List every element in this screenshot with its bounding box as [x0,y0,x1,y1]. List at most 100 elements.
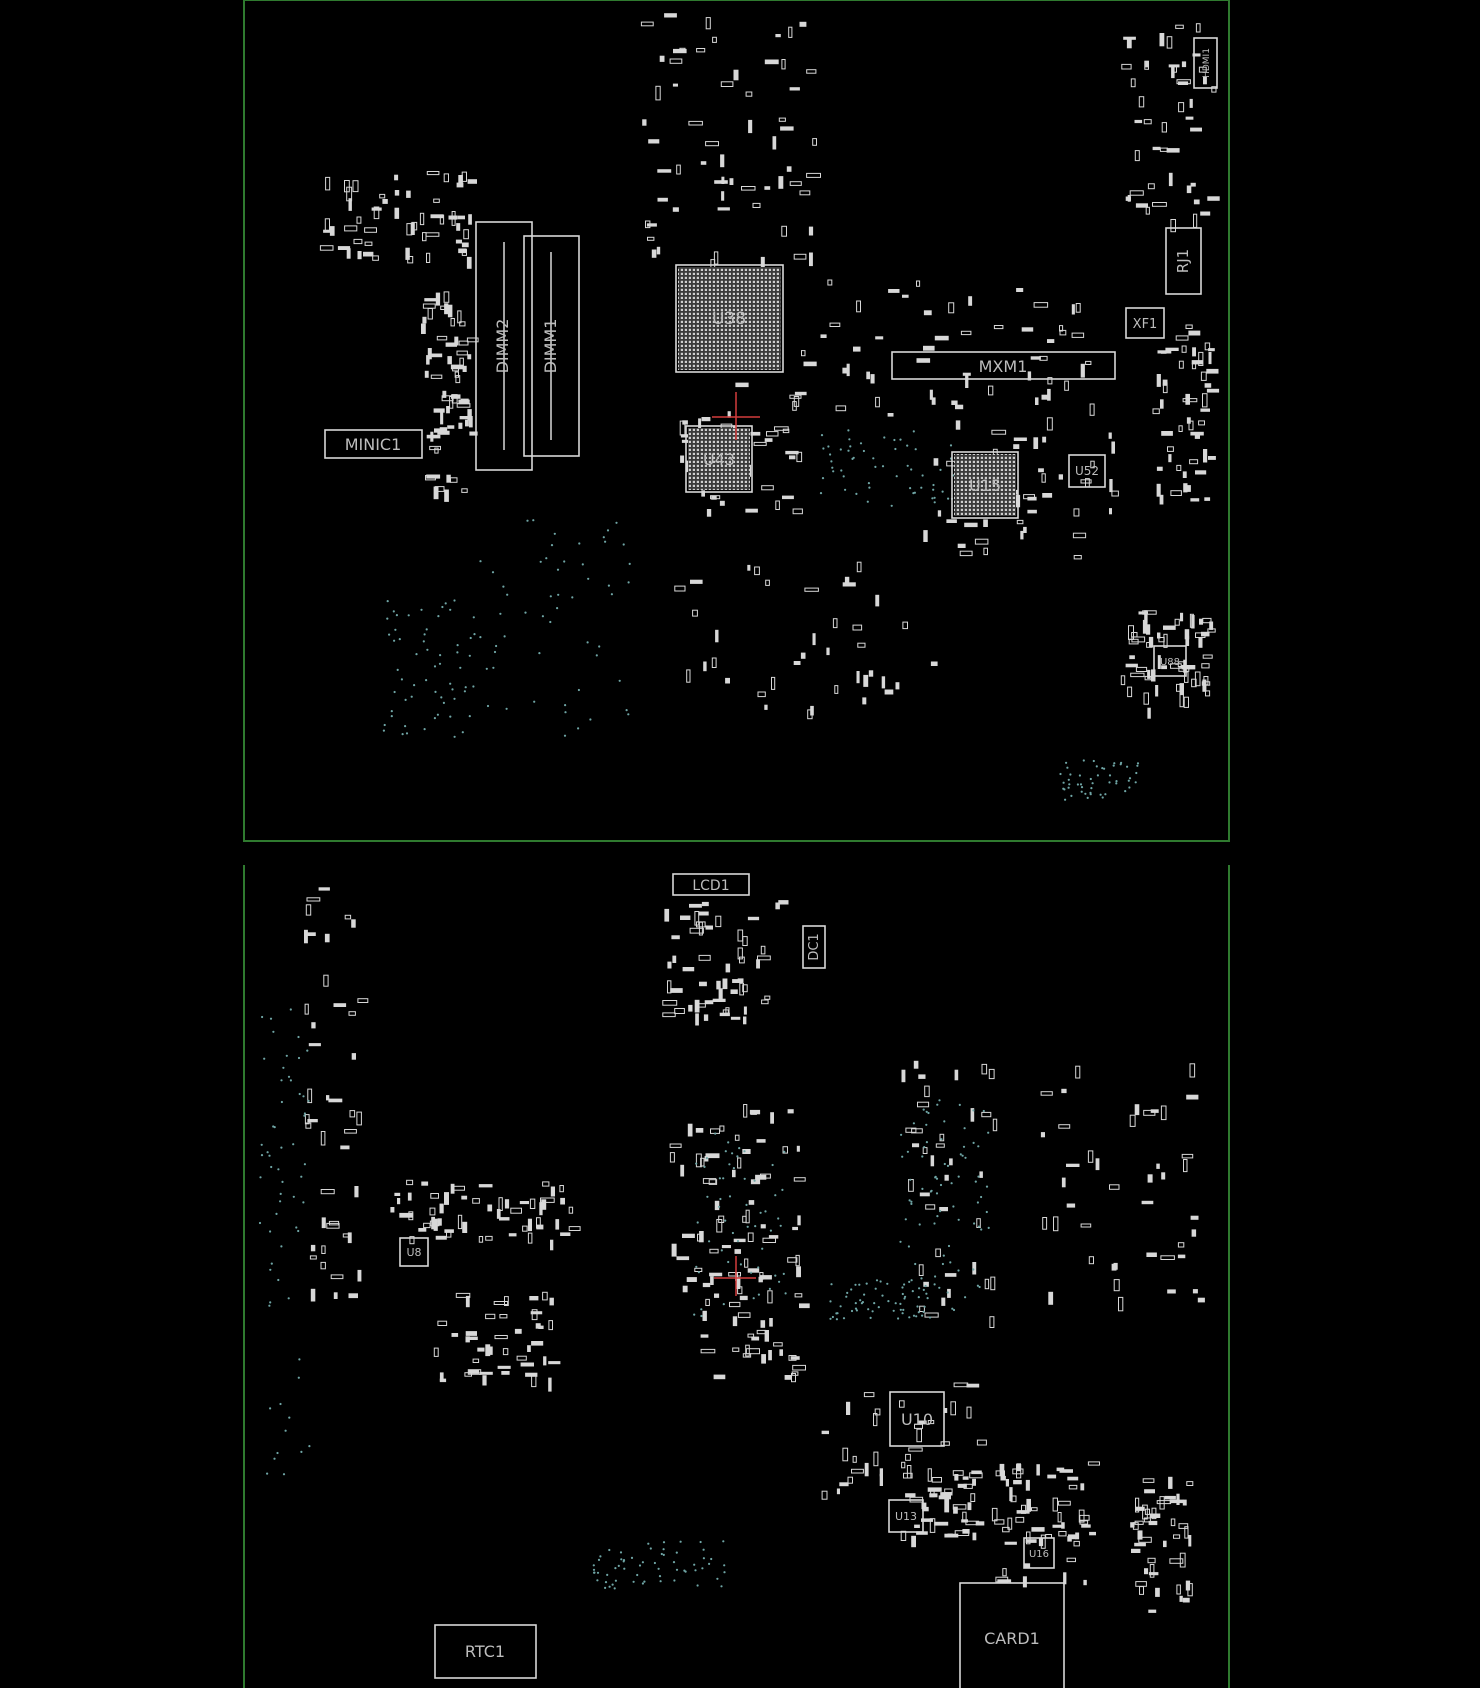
smd-pad [778,900,789,905]
via-dot [957,1175,960,1178]
component-U8[interactable]: U8 [399,1237,429,1267]
component-MXM1[interactable]: MXM1 [891,351,1116,380]
via-dot [1101,796,1104,799]
u10-label: U10 [901,1410,933,1429]
smd-pad [394,190,400,196]
via-dot [949,1261,952,1264]
smd-pad [704,1000,714,1005]
component-CARD1[interactable]: CARD1 [959,1582,1065,1688]
smd-pad [748,1200,755,1205]
smd-pad [672,955,677,963]
via-dot [710,1557,713,1561]
smd-pad [433,1347,439,1357]
via-dot [303,1114,306,1117]
via-dot [533,700,536,703]
smd-pad [995,1470,1005,1477]
via-dot [472,685,475,688]
via-dot [438,662,442,665]
minic1-label: MINIC1 [345,435,402,454]
smd-pad [460,398,469,402]
smd-pad [1157,350,1172,354]
via-dot [731,1152,734,1155]
component-XF1[interactable]: XF1 [1125,307,1165,339]
smd-pad [1185,393,1190,405]
via-dot [899,438,902,441]
component-U52[interactable]: U52 [1068,454,1106,488]
smd-pad [775,34,781,38]
smd-pad [879,1468,883,1477]
smd-pad [759,1275,772,1280]
via-dot [892,1309,895,1312]
smd-pad [305,1122,312,1129]
smd-pad [455,375,461,384]
via-dot [578,542,581,545]
smd-pad [446,1231,452,1238]
smd-pad [856,300,861,313]
smd-pad [1207,628,1216,633]
smd-pad [457,310,462,324]
smd-pad [351,1053,356,1060]
via-dot [718,1177,722,1180]
smd-pad [757,955,771,961]
via-dot [917,1296,920,1299]
component-HDMI1[interactable]: HDMI1 [1193,37,1218,89]
via-dot [505,707,508,710]
via-dot [867,1308,870,1311]
component-DIMM1[interactable]: DIMM1 [523,235,580,457]
smd-pad [434,486,445,492]
component-MINIC1[interactable]: MINIC1 [324,429,423,459]
via-dot [972,1109,975,1112]
component-RTC1[interactable]: RTC1 [434,1624,537,1679]
smd-pad [430,1193,439,1199]
via-dot [407,614,410,617]
component-U15[interactable]: U15 [951,451,1019,519]
u88-label: U88 [1160,657,1180,668]
smd-pad [427,308,433,320]
smd-pad [485,1235,493,1241]
component-U16[interactable]: U16 [1023,1537,1055,1569]
smd-pad [1188,1535,1192,1547]
via-dot [1064,798,1067,801]
via-dot [893,438,896,442]
bottom-side-board[interactable]: LCD1 DC1 U10 U13 U16 U8 RT [243,865,1230,1688]
smd-pad [318,887,330,891]
smd-pad [657,169,672,173]
component-RJ1[interactable]: RJ1 [1165,227,1202,295]
via-dot [947,497,950,500]
component-DC1[interactable]: DC1 [802,925,826,969]
top-side-board[interactable]: U38 U43 U15 U52 U88 MXM1 [243,0,1230,842]
smd-pad [694,911,700,926]
component-U43[interactable]: U43 [685,425,753,493]
component-U13[interactable]: U13 [888,1499,924,1533]
component-DIMM2[interactable]: DIMM2 [475,221,533,471]
via-dot [745,1203,748,1206]
smd-pad [655,85,661,101]
smd-pad [721,176,725,184]
via-dot [912,492,915,495]
smd-pad [918,1264,924,1277]
component-LCD1[interactable]: LCD1 [672,873,750,896]
component-U88[interactable]: U88 [1153,645,1187,677]
smd-pad [923,1281,929,1287]
via-dot [949,444,953,447]
via-dot [716,1577,719,1580]
smd-pad [949,1158,953,1166]
via-dot [831,466,834,469]
via-dot [282,1066,285,1069]
smd-pad [508,1233,517,1237]
smd-pad [436,335,448,341]
component-U38[interactable]: U38 [675,264,784,373]
smd-pad [711,495,717,500]
smd-pad [1036,1464,1040,1476]
via-dot [830,460,833,463]
via-dot [1080,786,1084,789]
smd-pad [1163,625,1176,630]
component-U10[interactable]: U10 [889,1391,945,1447]
smd-pad [310,1244,316,1252]
via-dot [288,1416,291,1419]
smd-pad [1174,618,1180,626]
smd-pad [651,249,657,258]
smd-pad [995,1576,1009,1583]
via-dot [280,1146,283,1149]
